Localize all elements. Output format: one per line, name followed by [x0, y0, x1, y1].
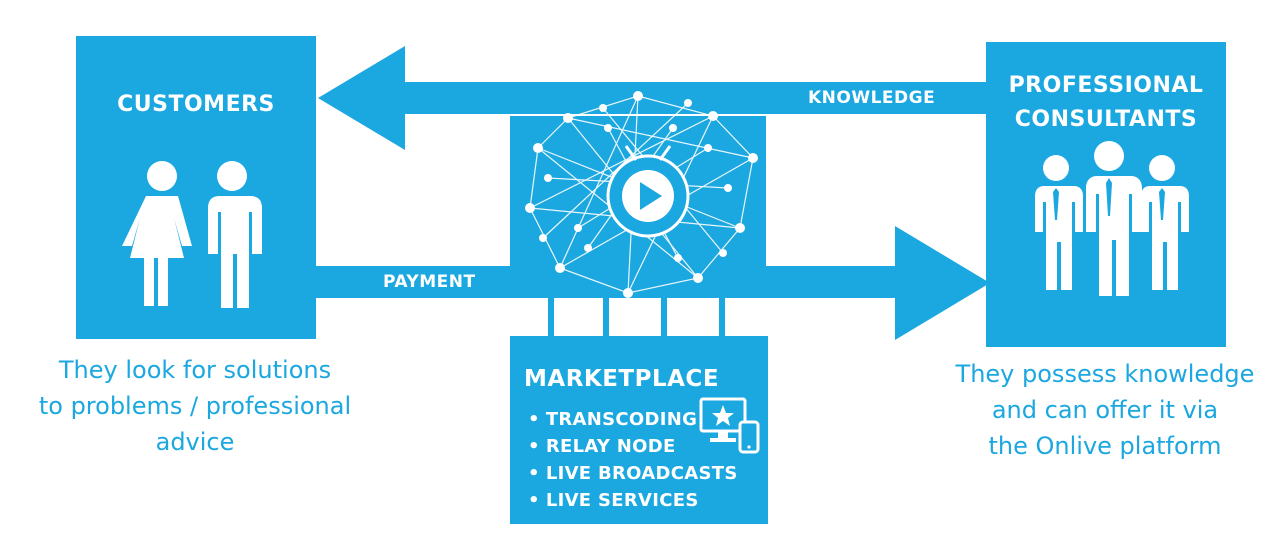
- customers-description-line: advice: [155, 428, 235, 456]
- marketplace-title: MARKETPLACE: [524, 366, 720, 392]
- consultants-title: PROFESSIONAL CONSULTANTS: [986, 69, 1226, 137]
- list-item: LIVE BROADCASTS: [528, 460, 738, 487]
- customers-people-icon: [122, 161, 262, 308]
- customers-box: CUSTOMERS: [76, 36, 316, 339]
- payment-arrow: [315, 226, 990, 340]
- marketplace-connectors: [548, 296, 725, 336]
- knowledge-arrow: [318, 46, 990, 150]
- devices-star-icon: [699, 397, 760, 454]
- consultants-title-line: CONSULTANTS: [1014, 107, 1198, 132]
- knowledge-label: KNOWLEDGE: [808, 88, 936, 108]
- consultants-group-icon: [1035, 141, 1189, 296]
- network-hub-icon: [525, 91, 758, 298]
- consultants-title-line: PROFESSIONAL: [1008, 73, 1204, 98]
- consultants-description-line: the Onlive platform: [988, 432, 1222, 460]
- payment-label: PAYMENT: [383, 272, 476, 292]
- consultants-description: They possess knowledge and can offer it …: [940, 356, 1270, 464]
- list-item: TRANSCODING: [528, 406, 738, 433]
- list-item: RELAY NODE: [528, 433, 738, 460]
- customers-description-line: They look for solutions: [58, 356, 332, 384]
- consultants-description-line: and can offer it via: [991, 396, 1219, 424]
- play-button-icon: [606, 145, 690, 238]
- customers-description-line: to problems / professional: [38, 392, 352, 420]
- marketplace-box: MARKETPLACE TRANSCODING RELAY NODE LIVE …: [510, 336, 768, 524]
- customers-title: CUSTOMERS: [117, 92, 275, 117]
- customers-description: They look for solutions to problems / pr…: [20, 352, 370, 460]
- marketplace-list: TRANSCODING RELAY NODE LIVE BROADCASTS L…: [528, 406, 738, 514]
- list-item: LIVE SERVICES: [528, 487, 738, 514]
- consultants-description-line: They possess knowledge: [955, 360, 1255, 388]
- consultants-box: PROFESSIONAL CONSULTANTS: [986, 42, 1226, 347]
